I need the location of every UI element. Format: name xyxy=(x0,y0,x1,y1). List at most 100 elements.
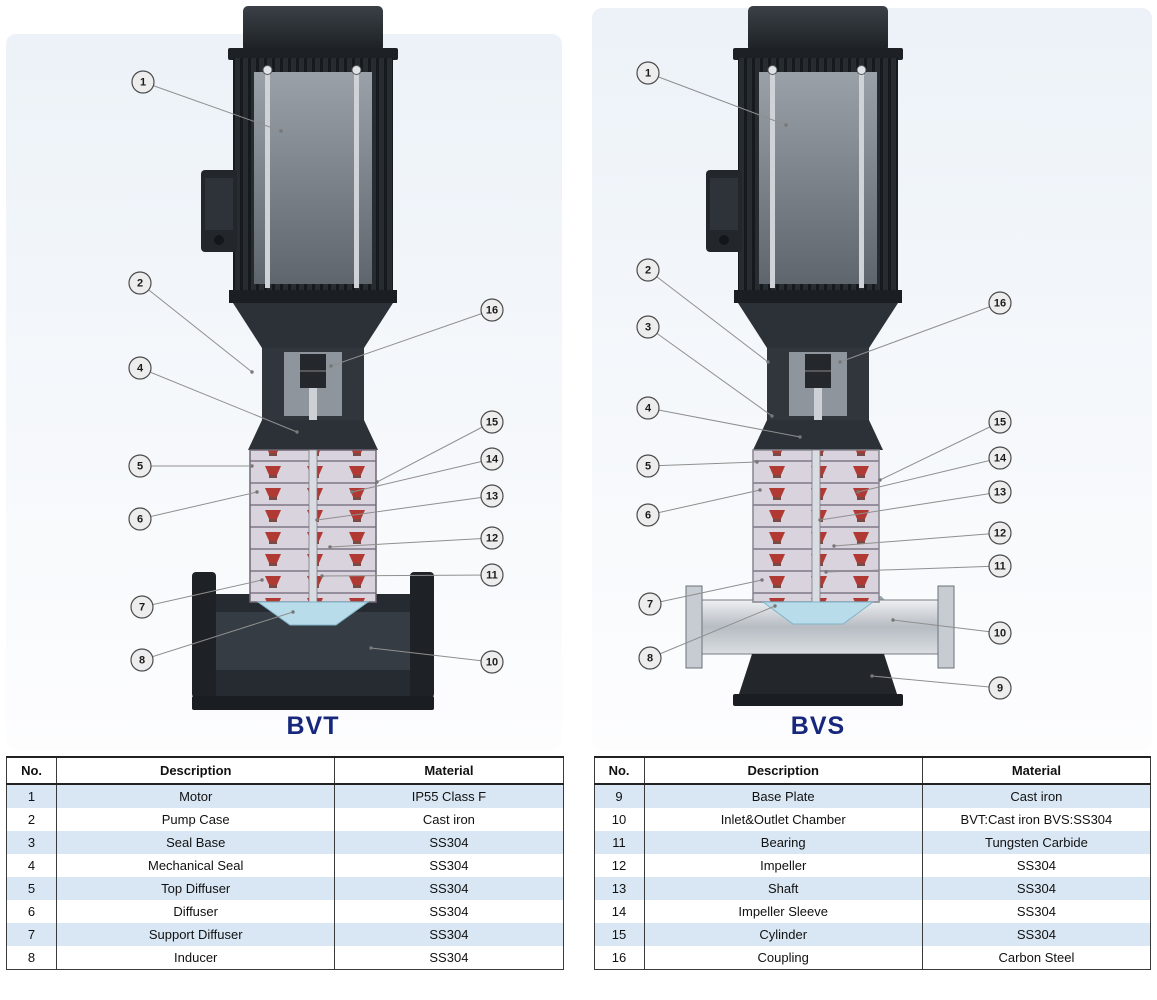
callout-number: 7 xyxy=(647,599,653,611)
row-number: 14 xyxy=(593,900,645,923)
material-cell: Tungsten Carbide xyxy=(921,831,1152,854)
callout-circle xyxy=(636,258,660,282)
callout-leader-line xyxy=(839,302,1001,363)
callout-number: 11 xyxy=(994,561,1006,573)
callout-circle xyxy=(130,648,154,672)
callout-number: 14 xyxy=(994,453,1007,465)
material-cell: SS304 xyxy=(921,900,1152,923)
callout-number: 8 xyxy=(139,655,145,667)
callout-leader-line xyxy=(139,282,253,373)
column-header: Description xyxy=(56,756,336,785)
callout-circle xyxy=(128,271,152,295)
callout-number: 15 xyxy=(994,417,1006,429)
callout-leader-line xyxy=(825,565,1001,573)
row-number: 6 xyxy=(5,900,58,923)
callout-target-dot xyxy=(369,646,373,650)
inducer xyxy=(256,601,370,626)
pump-figure-bvs xyxy=(685,6,955,706)
callout-leader-line xyxy=(351,458,493,493)
callout-leader-line xyxy=(141,579,263,608)
callout-leader-line xyxy=(647,326,773,417)
row-number: 2 xyxy=(5,808,58,831)
callout-number: 10 xyxy=(486,657,498,669)
callout-target-dot xyxy=(320,574,324,578)
material-cell: SS304 xyxy=(334,923,564,946)
callout-leader-line xyxy=(833,532,1001,547)
row-number: 4 xyxy=(5,854,58,877)
callout-number: 8 xyxy=(647,653,653,665)
callout-target-dot xyxy=(329,364,333,368)
callout-leader-line xyxy=(647,269,769,363)
callout-target-dot xyxy=(838,360,842,364)
callout-target-dot xyxy=(260,578,264,582)
pump-shaft xyxy=(308,449,318,603)
terminal-box-cover xyxy=(710,178,738,230)
callout-number: 10 xyxy=(994,628,1006,640)
description-cell: Seal Base xyxy=(56,831,336,854)
callout-number: 16 xyxy=(486,305,498,317)
callout-circle xyxy=(480,650,504,674)
terminal-box-cover xyxy=(205,178,233,230)
row-number: 10 xyxy=(593,808,645,831)
callout-circle xyxy=(128,454,152,478)
pump-foot xyxy=(739,654,897,694)
material-cell: SS304 xyxy=(921,923,1152,946)
callout-leader-line xyxy=(139,491,258,520)
callout-target-dot xyxy=(878,478,882,482)
description-cell: Shaft xyxy=(643,877,923,900)
figure-label-bvt: BVT xyxy=(286,712,340,740)
description-cell: Inlet&Outlet Chamber xyxy=(643,808,923,831)
callout-target-dot xyxy=(870,674,874,678)
callout-leader-line xyxy=(819,491,1001,521)
shaft-upper xyxy=(814,388,822,420)
material-cell: SS304 xyxy=(334,854,564,877)
tie-rod xyxy=(265,66,270,288)
callout-target-dot xyxy=(856,490,860,494)
callout-target-dot xyxy=(891,618,895,622)
callout-target-dot xyxy=(250,370,254,374)
callout-number: 1 xyxy=(140,77,146,89)
callout-circle xyxy=(128,356,152,380)
figure-label-bvs: BVS xyxy=(790,712,846,740)
tie-rod xyxy=(770,66,775,288)
motor-stool-funnel xyxy=(233,303,393,348)
motor-fan-cover xyxy=(243,6,383,52)
callout-number: 6 xyxy=(137,514,143,526)
callout-leader-line xyxy=(647,72,787,126)
callout-leader-line xyxy=(321,574,493,577)
motor-body-window xyxy=(254,72,372,284)
row-number: 16 xyxy=(593,946,645,970)
callout-number: 16 xyxy=(994,298,1006,310)
material-cell: SS304 xyxy=(334,877,564,900)
material-cell: SS304 xyxy=(334,831,564,854)
description-cell: Diffuser xyxy=(56,900,336,923)
callout-target-dot xyxy=(773,604,777,608)
callout-target-dot xyxy=(832,544,836,548)
motor-fan-cover xyxy=(748,6,888,52)
description-cell: Impeller Sleeve xyxy=(643,900,923,923)
callout-target-dot xyxy=(770,414,774,418)
material-cell: SS304 xyxy=(334,946,564,970)
callout-leader-line xyxy=(376,421,493,483)
material-cell: SS304 xyxy=(334,900,564,923)
column-header: No. xyxy=(5,756,58,785)
tie-rod-bolt xyxy=(767,65,778,75)
motor-stool-funnel xyxy=(738,303,898,348)
callout-leader-line xyxy=(649,605,776,659)
row-number: 5 xyxy=(5,877,58,900)
callout-circle xyxy=(988,621,1012,645)
row-number: 7 xyxy=(5,923,58,946)
